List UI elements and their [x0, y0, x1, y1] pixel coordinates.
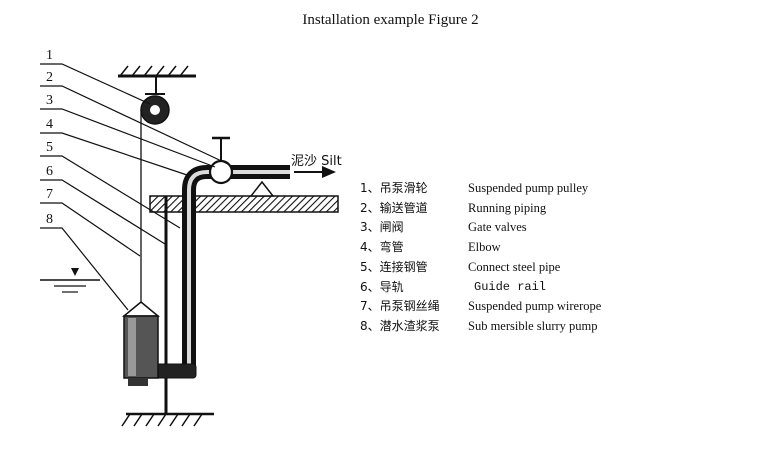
floor-slab — [149, 195, 339, 213]
figure-title: Installation example Figure 2 — [302, 12, 479, 28]
water-level-symbol — [40, 268, 100, 293]
legend-en: Sub mersible slurry pump — [468, 318, 598, 333]
legend-en: Connect steel pipe — [468, 259, 561, 274]
callout-6: 6 — [46, 164, 53, 179]
legend-en: Gate valves — [468, 220, 527, 235]
ground — [121, 412, 214, 427]
legend-cn: 3、闸阀 — [360, 220, 404, 235]
legend-row: 7、吊泵钢丝绳 Suspended pump wirerope — [360, 297, 601, 317]
legend-cn: 4、弯管 — [360, 240, 404, 255]
submersible-pump — [121, 301, 161, 386]
legend-row: 8、潜水渣浆泵 Sub mersible slurry pump — [360, 317, 601, 337]
leader-2 — [40, 85, 231, 166]
legend-cn: 6、导轨 — [360, 279, 404, 294]
leader-4 — [40, 132, 191, 177]
outlet-label: 泥沙 Silt — [291, 154, 342, 169]
legend-row: 5、连接钢管 Connect steel pipe — [360, 258, 601, 278]
parts-legend: 1、吊泵滑轮 Suspended pump pulley 2、输送管道 Runn… — [360, 179, 601, 337]
callout-7: 7 — [46, 187, 53, 202]
leader-6 — [40, 179, 166, 245]
callout-3: 3 — [46, 93, 53, 108]
callout-8: 8 — [46, 212, 53, 227]
legend-row: 1、吊泵滑轮 Suspended pump pulley — [360, 179, 601, 199]
legend-en: Guide rail — [474, 279, 547, 294]
pipe-support — [249, 180, 275, 197]
legend-row: 2、输送管道 Running piping — [360, 199, 601, 219]
ceiling-mount — [118, 65, 196, 94]
legend-cn: 7、吊泵钢丝绳 — [360, 299, 440, 314]
callout-1: 1 — [46, 48, 53, 63]
legend-en: Suspended pump pulley — [468, 181, 589, 195]
legend-cn: 8、潜水渣浆泵 — [360, 318, 440, 333]
legend-en: Suspended pump wirerope — [468, 299, 602, 314]
leader-3 — [40, 108, 216, 168]
leader-5 — [40, 155, 181, 229]
callout-2: 2 — [46, 70, 53, 85]
leader-8 — [40, 227, 129, 311]
outlet-arrow — [294, 166, 336, 178]
callout-leaders — [40, 63, 231, 311]
legend-en: Running piping — [468, 200, 547, 215]
legend-en: Elbow — [468, 240, 501, 255]
legend-cn: 2、输送管道 — [360, 200, 428, 215]
legend-row: 4、弯管 Elbow — [360, 238, 601, 258]
pulley — [140, 93, 170, 125]
legend-cn: 5、连接钢管 — [360, 259, 428, 274]
legend-cn: 1、吊泵滑轮 — [360, 181, 428, 195]
leader-7 — [40, 202, 141, 257]
callout-4: 4 — [46, 117, 53, 132]
legend-row: 6、导轨 Guide rail — [360, 278, 601, 298]
leader-1 — [40, 63, 151, 105]
running-pipe — [182, 165, 290, 372]
callout-5: 5 — [46, 140, 53, 155]
gate-valve — [208, 136, 234, 185]
legend-row: 3、闸阀 Gate valves — [360, 218, 601, 238]
